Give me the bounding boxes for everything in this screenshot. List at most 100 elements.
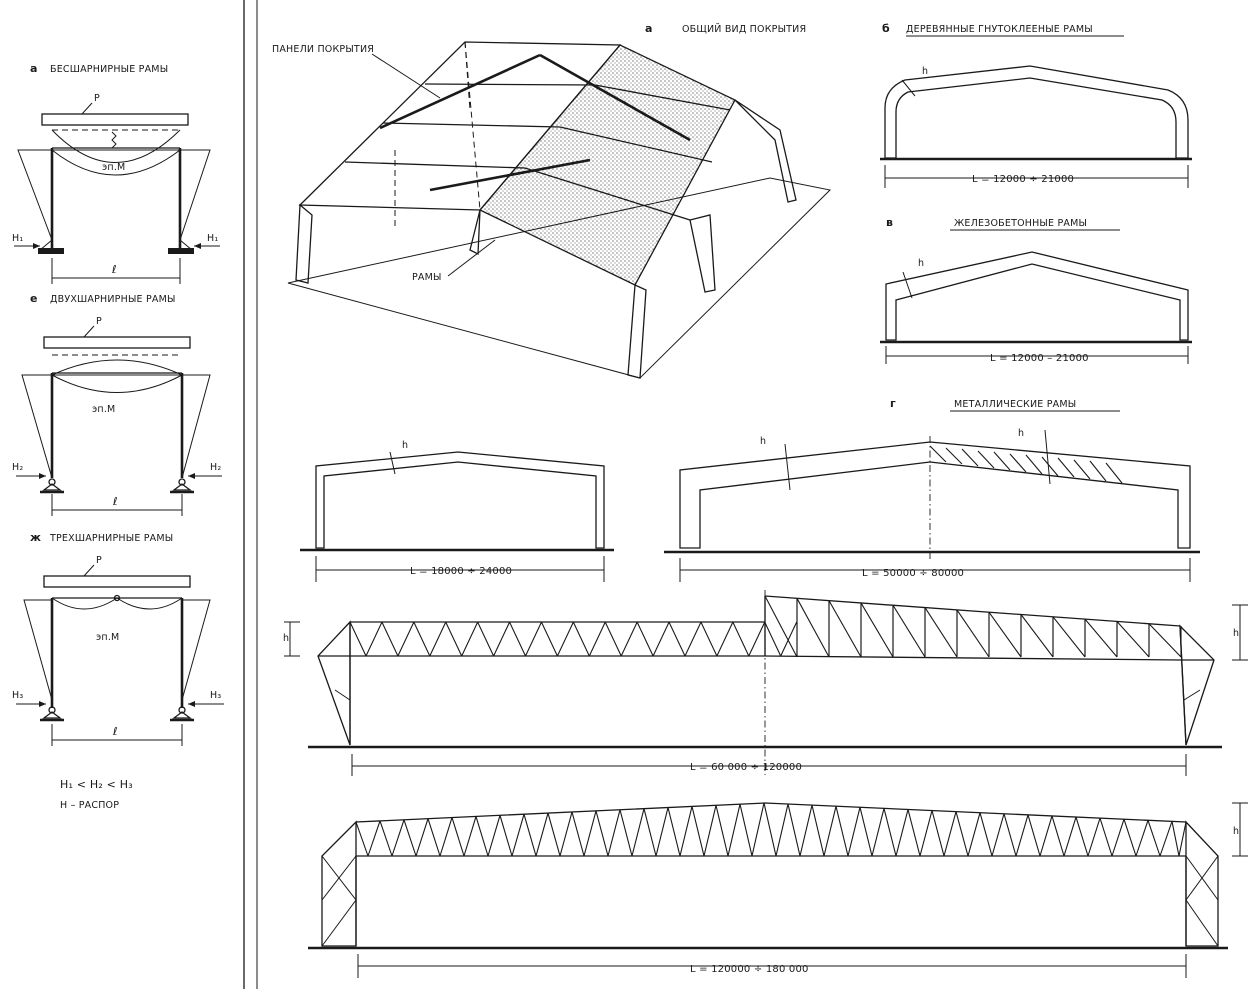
- two-hinged-frame-diagram: P эп.М H₂ H₂ ℓ: [12, 316, 222, 516]
- truss-member: [525, 621, 542, 657]
- label-roof-panels: ПАНЕЛИ ПОКРЫТИЯ: [272, 44, 374, 55]
- truss-member: [1020, 614, 1054, 658]
- three-hinged-frame-diagram: P эп.М H₃ H₃ ℓ: [12, 555, 224, 746]
- truss-member: [636, 621, 654, 657]
- truss-member: [835, 806, 849, 857]
- truss-member: [487, 815, 501, 857]
- truss-member: [1051, 815, 1065, 857]
- truss-member: [764, 595, 798, 658]
- truss-member: [643, 808, 657, 857]
- truss-member: [751, 802, 765, 857]
- truss-member: [895, 809, 909, 857]
- rc-h: h: [918, 258, 924, 269]
- steel-h-3a: h: [283, 633, 289, 644]
- truss-member: [859, 807, 873, 857]
- truss-member: [847, 807, 861, 857]
- truss-member: [1084, 618, 1118, 658]
- title-e-letter: е: [30, 292, 38, 305]
- truss-member: [583, 810, 597, 857]
- truss-member: [499, 815, 513, 857]
- truss-member: [919, 810, 933, 857]
- truss-member: [1159, 821, 1173, 857]
- truss-member: [349, 621, 367, 657]
- truss-member: [477, 621, 495, 657]
- truss-member: [391, 819, 405, 857]
- truss-member: [1052, 616, 1086, 658]
- truss-member: [365, 621, 383, 657]
- load-label-a: P: [94, 93, 100, 104]
- truss-member: [700, 621, 718, 657]
- truss-member: [956, 609, 990, 658]
- truss-member: [540, 621, 558, 657]
- truss-member: [451, 817, 465, 857]
- truss-member: [988, 611, 1022, 658]
- truss-member: [931, 810, 945, 857]
- truss-member: [367, 820, 381, 857]
- truss-member: [1075, 816, 1089, 857]
- truss-member: [381, 621, 399, 657]
- truss-member: [652, 621, 670, 657]
- wood-span: L = 12000 ÷ 21000: [972, 174, 1074, 185]
- force-h3-right: H₃: [210, 690, 221, 701]
- force-h1-left: H₁: [12, 233, 23, 244]
- span-label-a: ℓ: [111, 263, 117, 276]
- truss-member: [796, 598, 830, 658]
- title-three-hinged: ТРЕХШАРНИРНЫЕ РАМЫ: [49, 533, 173, 544]
- steel-span-3: L = 60 000 ÷ 120000: [690, 762, 802, 773]
- span-label-e: ℓ: [112, 495, 118, 508]
- steel-span-4: L = 120000 ÷ 180 000: [690, 964, 809, 975]
- truss-member: [620, 621, 638, 657]
- thrust-inequality: H₁ < H₂ < H₃: [60, 778, 133, 791]
- span-label-zh: ℓ: [112, 725, 118, 738]
- truss-member: [413, 621, 431, 657]
- truss-member: [415, 818, 429, 857]
- steel-frame-small: h L = 18000 ÷ 24000: [300, 440, 614, 582]
- truss-member: [571, 811, 585, 857]
- truss-member: [556, 621, 574, 657]
- truss-member: [1111, 819, 1125, 857]
- truss-member: [1116, 621, 1150, 658]
- truss-member: [924, 607, 958, 658]
- steel-h-2b: h: [1018, 428, 1024, 439]
- truss-member: [991, 813, 1005, 857]
- truss-member: [703, 805, 717, 857]
- truss-member: [604, 621, 622, 657]
- truss-member: [691, 806, 705, 857]
- truss-member: [1099, 817, 1113, 857]
- truss-member: [463, 816, 477, 857]
- truss-member: [1171, 821, 1180, 857]
- truss-member: [572, 621, 590, 657]
- truss-member: [509, 621, 526, 657]
- force-h3-left: H₃: [12, 690, 23, 701]
- truss-member: [1147, 820, 1161, 857]
- truss-member: [397, 621, 415, 657]
- title-two-hinged: ДВУХШАРНИРНЫЕ РАМЫ: [50, 294, 176, 305]
- steel-span-2: L = 50000 ÷ 80000: [862, 568, 964, 579]
- truss-member: [892, 604, 926, 658]
- truss-member: [619, 809, 633, 857]
- rc-letter: в: [886, 216, 893, 229]
- steel-frame-xlarge: h L = 120000 ÷ 180 000: [308, 802, 1248, 978]
- truss-member: [907, 809, 921, 857]
- truss-member: [429, 621, 447, 657]
- truss-member: [439, 817, 453, 857]
- truss-member: [684, 621, 702, 657]
- title-fixed-frames: БЕСШАРНИРНЫЕ РАМЫ: [50, 64, 168, 75]
- truss-member: [732, 621, 750, 657]
- truss-member: [595, 810, 609, 857]
- steel-frame-large: h h L = 60 000 ÷ 120000: [283, 590, 1248, 776]
- wood-frame-diagram: h L = 12000 ÷ 21000: [880, 65, 1192, 188]
- truss-member: [535, 812, 549, 857]
- steel-h-1: h: [402, 440, 408, 451]
- truss-member: [1063, 816, 1077, 857]
- load-label-zh: P: [96, 555, 102, 566]
- truss-member: [631, 808, 645, 857]
- moment-label-zh: эп.М: [96, 632, 119, 643]
- truss-member: [547, 812, 561, 857]
- truss-member: [668, 621, 686, 657]
- truss-member: [763, 802, 777, 857]
- roof-isometric: [287, 41, 832, 379]
- moment-label-a: эп.М: [102, 162, 125, 173]
- force-h2-left: H₂: [12, 462, 23, 473]
